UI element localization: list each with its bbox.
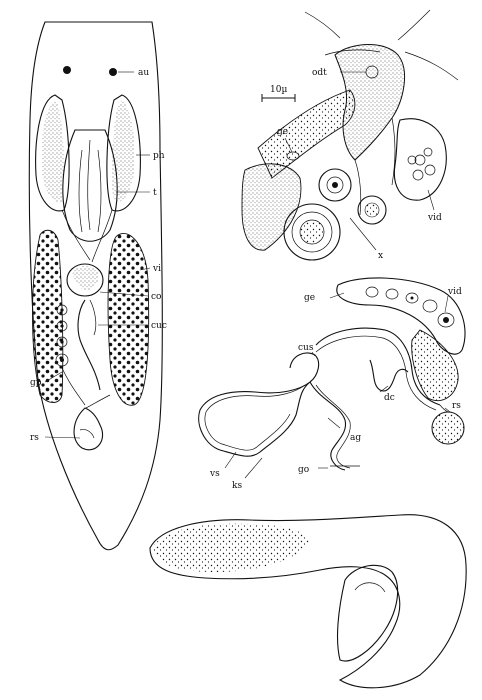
label-vid-genital: vid [447,287,462,297]
vitellarium-right [107,233,150,406]
outline-panel [149,514,467,689]
organ-outline [149,514,467,689]
egg-cell-large [283,203,341,261]
body-panel: au ph t vi co cuc gp rs [28,21,167,551]
egg-cell-small [357,195,387,225]
germarium-strand [257,89,356,179]
label-vs: vs [209,469,220,479]
ag-duct [309,381,347,471]
label-ag: ag [350,433,361,443]
label-vid-section: vid [427,213,442,223]
cus-loop [289,352,320,383]
label-au: au [138,68,149,78]
tissue-mass [241,163,302,251]
label-gp: gp [30,378,42,388]
body-outline [28,21,163,551]
label-cus: cus [298,343,314,353]
label-vi: vi [152,264,161,274]
label-co: co [151,292,161,302]
organ-bulb [337,564,399,662]
label-odt: odt [312,68,327,78]
dc-duct [369,359,409,392]
vitellarium-left [32,229,64,403]
germarium [55,304,69,367]
testis-right [106,94,141,212]
male-duct-loop [198,381,311,457]
scale-label: 10µ [270,85,287,95]
pharynx [62,129,118,242]
egg-cell-mid [318,168,352,202]
cuticular-stylet [77,299,101,391]
label-x: x [378,251,383,261]
label-go: go [298,465,309,475]
eye-right [109,68,117,76]
testis-left [35,94,70,212]
label-dc: dc [384,393,395,403]
eye-left [63,66,71,74]
label-ks: ks [232,481,242,491]
germarium-chain [336,277,466,355]
organ-stippled-region [152,523,310,572]
label-ge-section: ge [277,127,288,137]
receptaculum [73,407,104,451]
genital-panel: ge vid cus dc rs ag go vs ks [198,277,466,491]
label-ge-genital: ge [304,293,315,303]
receptaculum-seminis [431,411,465,445]
vitelline-cells [411,329,459,402]
label-t: t [153,188,157,198]
label-ph: ph [153,151,165,161]
section-panel: 10µ odt ge vid x [241,9,459,261]
label-cuc: cuc [151,321,167,331]
vitelline-duct [393,118,447,201]
female-duct [315,327,441,406]
label-rs: rs [30,433,39,443]
label-rs-genital: rs [452,401,461,411]
copulatory-bulb [66,263,104,297]
